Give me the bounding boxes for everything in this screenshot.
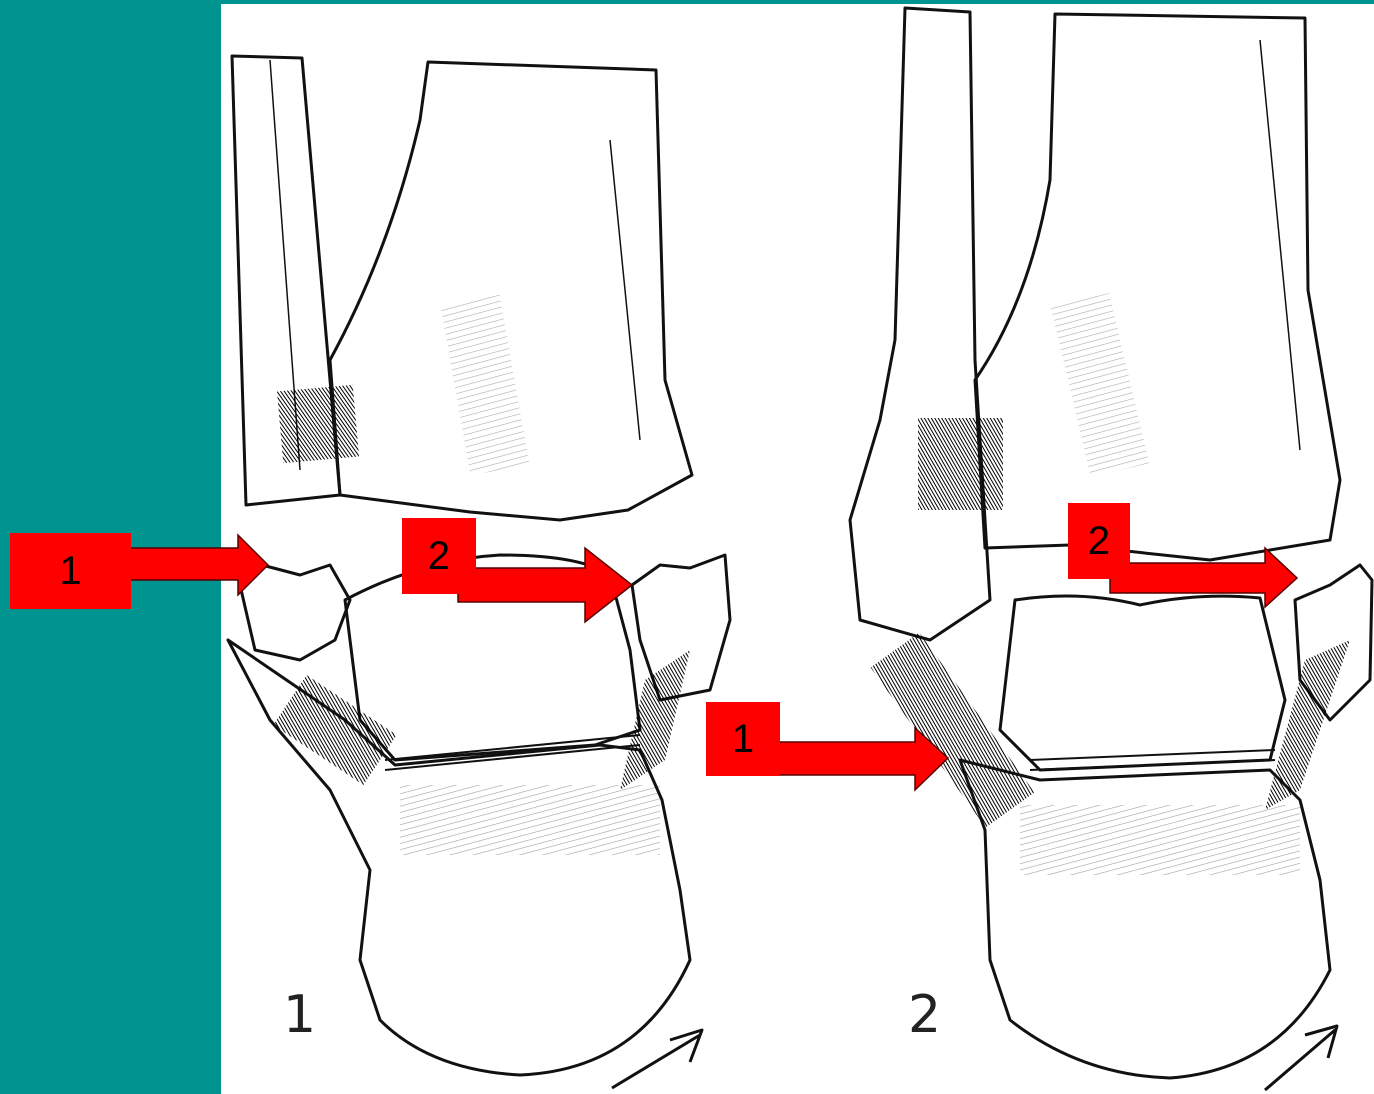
arrow-panel2-2	[1110, 548, 1297, 607]
panel-1-number: 1	[283, 985, 316, 1045]
panel-1-medial-ligament	[620, 650, 690, 790]
arrow-label-panel2-1: 1	[706, 702, 780, 776]
panel-2-number: 2	[908, 985, 941, 1045]
panel-2-talus	[1000, 596, 1285, 770]
arrow-panel1-1	[125, 535, 268, 595]
panel-2-lateral-ligament	[895, 650, 1010, 810]
panel-2-syndesmosis	[918, 418, 1003, 510]
arrow-panel1-2	[458, 548, 632, 622]
panel-1-fracture-lateral	[240, 565, 350, 660]
panel-1-lateral-ligament	[290, 700, 380, 760]
arrow-label-panel1-1: 1	[10, 533, 131, 609]
panel-2-tibia	[975, 14, 1340, 560]
arrow-label-panel1-2: 2	[402, 518, 476, 594]
panel-2-fibula	[850, 8, 990, 640]
arrow-label-panel2-2: 2	[1068, 503, 1130, 579]
panel-1-syndesmosis	[277, 385, 359, 463]
arrow-panel2-1	[775, 728, 948, 790]
